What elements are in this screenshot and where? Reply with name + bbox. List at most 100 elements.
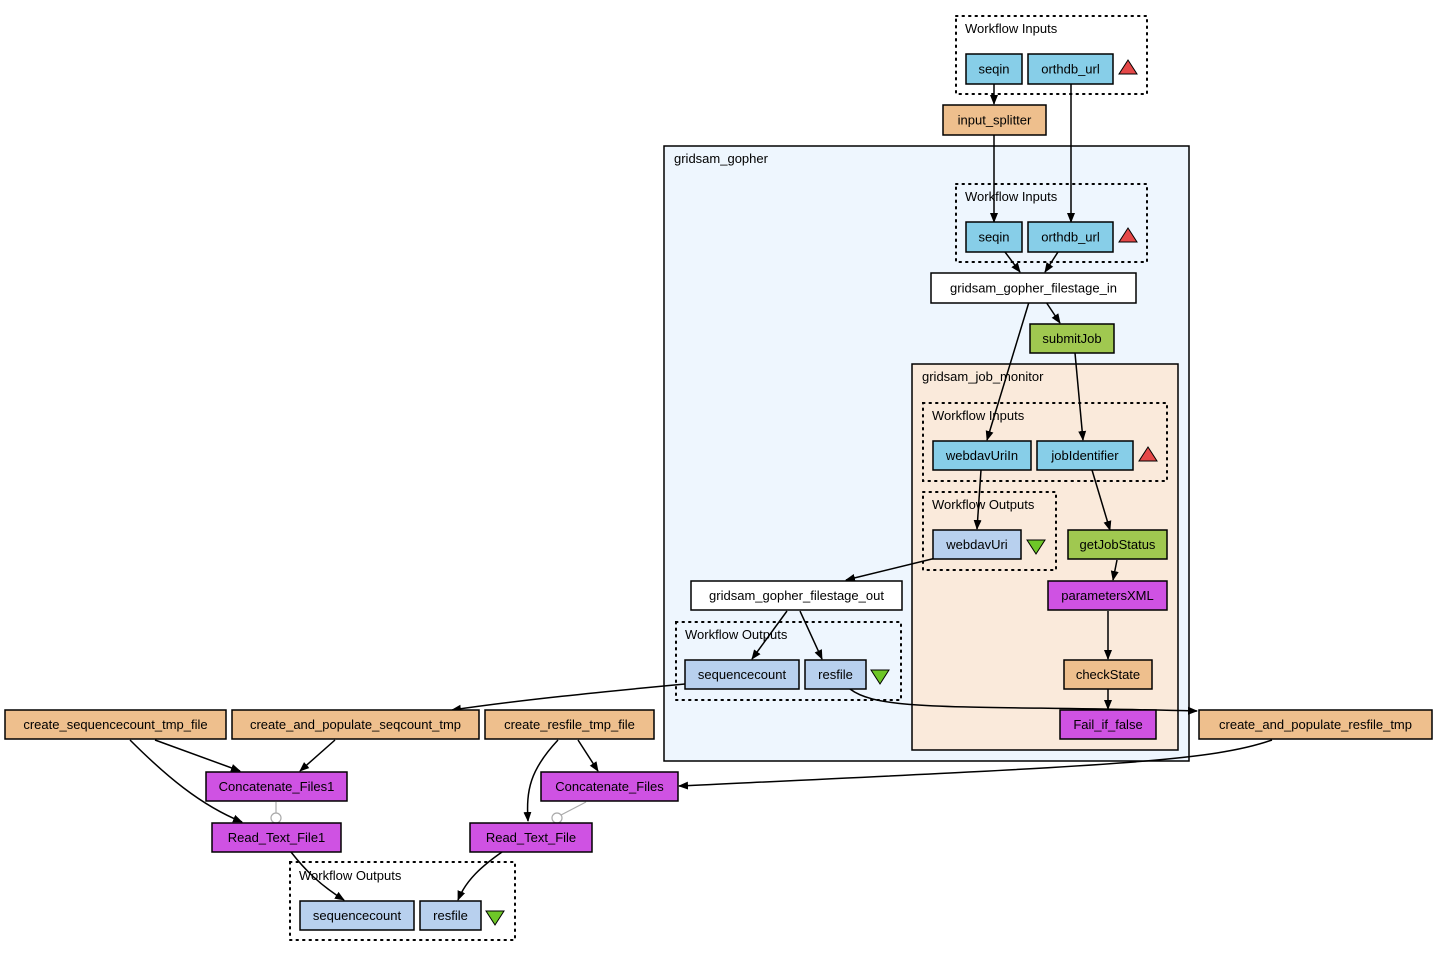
cluster-inputs-top: Workflow Inputs — [955, 15, 1148, 95]
node-label: getJobStatus — [1080, 537, 1156, 552]
edge-filestage-out-to-sequencecount — [751, 610, 788, 660]
node-label: seqin — [978, 62, 1009, 77]
node-fail-if-false[interactable]: Fail_if_false — [1059, 709, 1157, 740]
cluster-outputs-gopher: Workflow Outputs — [675, 621, 902, 701]
edge-readtext1-to-sequencecount-out — [290, 851, 345, 901]
node-label: create_and_populate_resfile_tmp — [1219, 717, 1412, 732]
cluster-label-inputs-monitor: Workflow Inputs — [932, 408, 1025, 423]
cluster-outputs-monitor: Workflow Outputs — [922, 491, 1057, 571]
node-label: Fail_if_false — [1073, 717, 1142, 732]
node-getjobstatus[interactable]: getJobStatus — [1067, 529, 1168, 560]
node-jobidentifier[interactable]: jobIdentifier — [1036, 440, 1134, 471]
node-label: create_resfile_tmp_file — [504, 717, 635, 732]
cluster-outputs-bottom: Workflow Outputs — [289, 861, 516, 941]
node-label: input_splitter — [958, 113, 1032, 128]
edges — [129, 84, 1273, 901]
edge-webdavuri-to-filestage-out — [845, 557, 937, 582]
control-links — [270, 801, 587, 824]
control-link-concat-readtext — [560, 801, 587, 816]
edge-sequencecount-to-populate-seqcount — [451, 683, 686, 713]
node-webdavuri[interactable]: webdavUri — [932, 529, 1022, 560]
node-sequencecount-inner[interactable]: sequencecount — [684, 659, 800, 690]
cluster-inputs-monitor: Workflow Inputs — [922, 402, 1168, 482]
edge-filestage-out-to-resfile — [799, 610, 823, 660]
node-create-and-populate-seqcount-tmp[interactable]: create_and_populate_seqcount_tmp — [231, 709, 480, 740]
edge-resfile-to-populate-resfile — [849, 688, 1198, 715]
node-label: create_and_populate_seqcount_tmp — [250, 717, 461, 732]
edge-populate-resfile-to-concat — [678, 739, 1273, 790]
edge-getjobstatus-to-parametersxml — [1110, 559, 1119, 581]
control-link-marker-readtext — [551, 812, 563, 824]
node-label: gridsam_gopher_filestage_out — [709, 588, 884, 603]
edge-orthdb-inner-to-filestage-in — [1044, 251, 1059, 273]
node-sequencecount-out[interactable]: sequencecount — [299, 900, 415, 931]
edge-create-resfile-to-concat — [577, 739, 599, 772]
workflow-output-marker-icon — [1026, 539, 1046, 555]
workflow-input-marker-icon — [1118, 227, 1138, 243]
node-orthdb-url-inner[interactable]: orthdb_url — [1027, 221, 1114, 253]
node-label: sequencecount — [313, 908, 402, 923]
node-label: resfile — [818, 667, 853, 682]
node-concatenate-files[interactable]: Concatenate_Files — [540, 771, 679, 802]
node-create-and-populate-resfile-tmp[interactable]: create_and_populate_resfile_tmp — [1198, 709, 1433, 740]
node-label: webdavUriIn — [945, 448, 1018, 463]
workflow-output-marker-icon — [870, 669, 890, 685]
edge-populate-seqcount-to-concat1 — [299, 739, 336, 772]
node-label: parametersXML — [1061, 588, 1153, 603]
node-label: sequencecount — [698, 667, 787, 682]
cluster-label-outputs-bottom: Workflow Outputs — [299, 868, 402, 883]
node-label: gridsam_gopher_filestage_in — [950, 281, 1117, 296]
edge-create-resfile-to-readtext — [523, 739, 559, 822]
node-label: Read_Text_File — [486, 830, 576, 845]
node-resfile-inner[interactable]: resfile — [804, 659, 867, 690]
node-label: seqin — [978, 230, 1009, 245]
control-link-marker-readtext1 — [270, 812, 282, 824]
cluster-label-inputs-gopher: Workflow Inputs — [965, 189, 1058, 204]
node-concatenate-files1[interactable]: Concatenate_Files1 — [205, 771, 348, 802]
node-seqin-top[interactable]: seqin — [965, 53, 1023, 85]
node-read-text-file[interactable]: Read_Text_File — [469, 822, 593, 853]
workflow-input-marker-icon — [1118, 59, 1138, 75]
cluster-label-outputs-gopher: Workflow Outputs — [685, 627, 788, 642]
port-markers — [485, 59, 1158, 926]
node-label: submitJob — [1042, 331, 1101, 346]
node-label: orthdb_url — [1041, 230, 1100, 245]
edge-readtext-to-resfile-out — [457, 851, 503, 901]
cluster-label-outputs-monitor: Workflow Outputs — [932, 497, 1035, 512]
cluster-label-gridsam-gopher: gridsam_gopher — [674, 151, 769, 166]
edge-create-seqcount-to-readtext1 — [129, 739, 243, 823]
edge-create-seqcount-to-concat1 — [154, 739, 241, 772]
cluster-label-inputs-top: Workflow Inputs — [965, 21, 1058, 36]
node-create-resfile-tmp-file[interactable]: create_resfile_tmp_file — [484, 709, 655, 740]
edge-jobidentifier-to-getjobstatus — [1091, 469, 1112, 531]
node-input-splitter[interactable]: input_splitter — [942, 104, 1047, 136]
cluster-label-gridsam-job-monitor: gridsam_job_monitor — [922, 369, 1044, 384]
node-checkstate[interactable]: checkState — [1063, 659, 1153, 690]
workflow-input-marker-icon — [1138, 446, 1158, 462]
node-label: jobIdentifier — [1050, 448, 1119, 463]
workflow-output-marker-icon — [485, 910, 505, 926]
node-gridsam-gopher-filestage-in[interactable]: gridsam_gopher_filestage_in — [930, 272, 1137, 304]
node-submitjob[interactable]: submitJob — [1029, 323, 1115, 354]
node-label: resfile — [433, 908, 468, 923]
node-resfile-out[interactable]: resfile — [419, 900, 482, 931]
node-label: Concatenate_Files — [555, 779, 664, 794]
node-parametersxml[interactable]: parametersXML — [1047, 580, 1168, 611]
edge-webdavuriin-to-webdavuri — [973, 469, 982, 530]
node-webdavuriin[interactable]: webdavUriIn — [932, 440, 1032, 471]
edge-seqin-inner-to-filestage-in — [1004, 251, 1021, 273]
edge-filestage-in-to-webdavuriin — [985, 301, 1030, 441]
node-label: create_sequencecount_tmp_file — [23, 717, 207, 732]
node-label: orthdb_url — [1041, 62, 1100, 77]
node-create-sequencecount-tmp-file[interactable]: create_sequencecount_tmp_file — [4, 709, 227, 740]
node-label: Concatenate_Files1 — [219, 779, 335, 794]
node-label: Read_Text_File1 — [228, 830, 326, 845]
node-label: checkState — [1076, 667, 1140, 682]
node-orthdb-url-top[interactable]: orthdb_url — [1027, 53, 1114, 85]
edge-filestage-in-to-submitjob — [1045, 301, 1061, 324]
node-read-text-file1[interactable]: Read_Text_File1 — [211, 822, 342, 853]
node-gridsam-gopher-filestage-out[interactable]: gridsam_gopher_filestage_out — [690, 580, 903, 611]
edge-submitjob-to-jobidentifier — [1074, 352, 1087, 441]
node-seqin-inner[interactable]: seqin — [965, 221, 1023, 253]
